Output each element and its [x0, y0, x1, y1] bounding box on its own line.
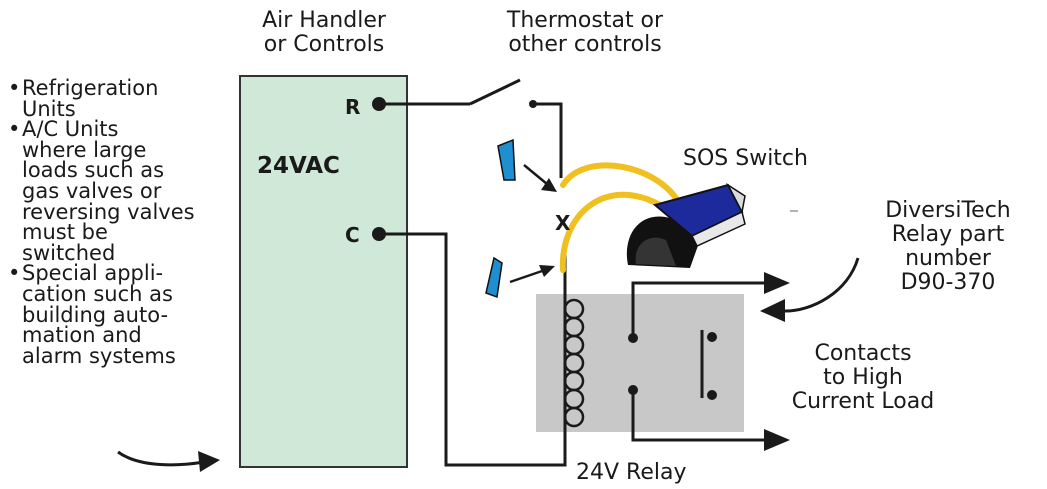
- arrowhead: [541, 178, 557, 192]
- arrowhead: [539, 265, 555, 277]
- applications-arrow: [117, 450, 205, 467]
- air-handler-label: Air Handler or Controls: [262, 8, 386, 57]
- arrowhead: [760, 299, 785, 322]
- sos-switch-device: [626, 182, 746, 268]
- relay-coil: [563, 298, 585, 428]
- terminal-c-dot: [372, 227, 386, 241]
- relay-label: 24V Relay: [576, 460, 687, 485]
- contact-dot: [628, 385, 638, 395]
- terminal-c-label: C: [345, 223, 360, 247]
- applications-list: Refrigeration Units A/C Units where larg…: [4, 78, 239, 366]
- c-wire: [379, 232, 567, 467]
- relay-contacts: [631, 281, 764, 442]
- diversitech-arrow: [782, 257, 860, 313]
- terminal-r-dot: [372, 97, 386, 111]
- air-handler-panel: [239, 75, 408, 468]
- contact-dot: [707, 390, 717, 400]
- application-item: A/C Units where large loads such as gas …: [4, 119, 239, 263]
- switch-x-label: X: [555, 211, 571, 235]
- drop-arrows: [509, 164, 548, 284]
- sos-switch-label: SOS Switch: [683, 146, 808, 171]
- water-drop-icon: [485, 256, 503, 299]
- thermostat-label: Thermostat or other controls: [506, 8, 664, 57]
- application-item: Refrigeration Units: [4, 78, 239, 119]
- thermostat-contact: [529, 100, 537, 108]
- arrowhead: [764, 272, 790, 294]
- arrowhead: [764, 429, 790, 451]
- diversitech-label: DiversiTech Relay part number D90-370: [885, 198, 1011, 295]
- r-wire: [379, 78, 563, 178]
- application-item: Special appli- cation such as building a…: [4, 263, 239, 366]
- contact-dot: [628, 333, 638, 343]
- arrowhead: [198, 451, 220, 472]
- sos-wires: [559, 162, 683, 273]
- contact-dot: [707, 332, 717, 342]
- contacts-label: Contacts to High Current Load: [791, 341, 935, 414]
- water-drop-icon: [497, 138, 516, 181]
- terminal-r-label: R: [345, 95, 361, 119]
- voltage-label: 24VAC: [257, 153, 340, 179]
